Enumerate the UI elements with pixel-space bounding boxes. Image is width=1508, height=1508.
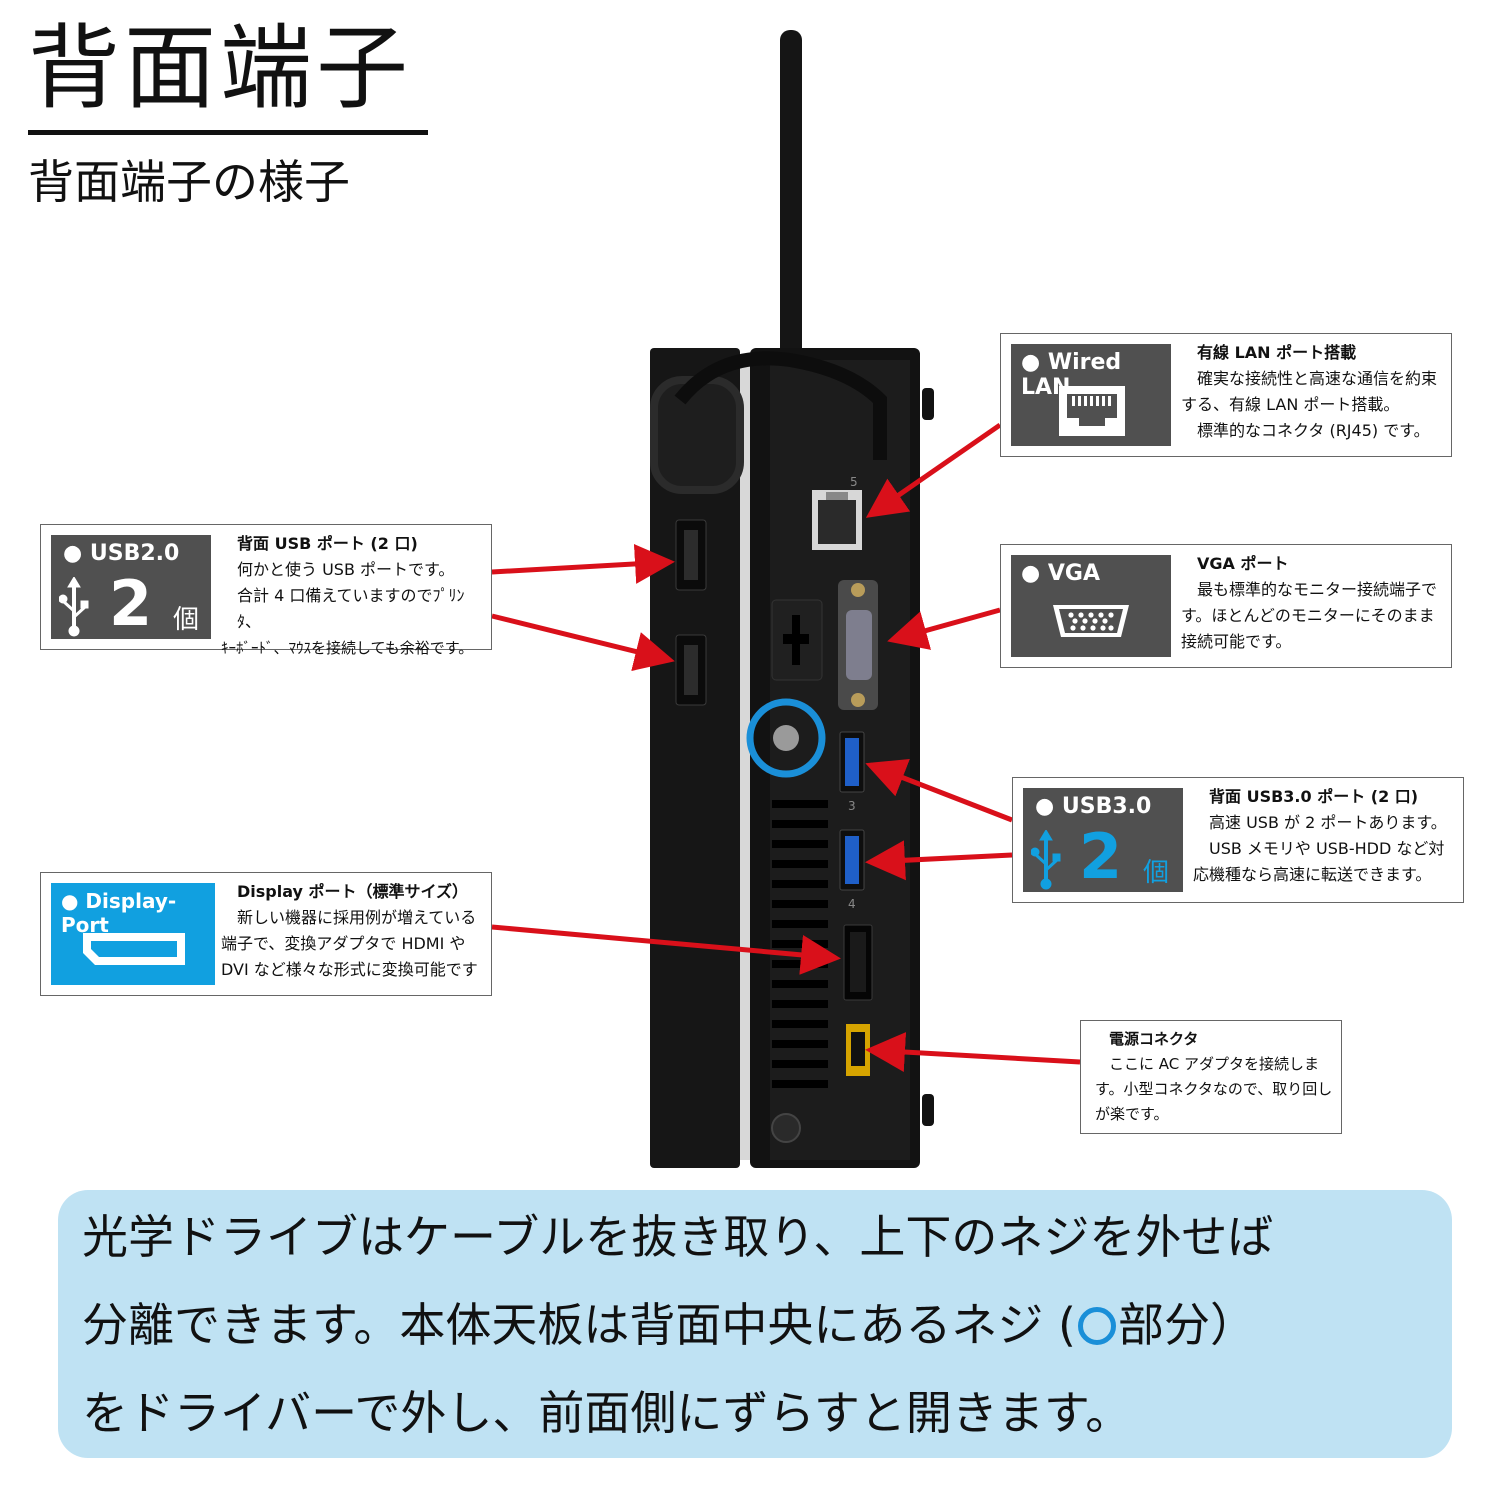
antenna [780,30,802,360]
callout-usb3: ● USB3.0 2 個 背面 USB3.0 ポート (2 口) 高速 USB … [1012,777,1464,903]
page-subtitle: 背面端子の様子 [28,155,350,209]
chassis-screw [773,725,799,751]
note-line-2-tail: 部分） [1117,1298,1256,1352]
lan-line: 確実な接続性と高速な通信を約束 [1197,369,1438,388]
callout-wired-lan: ● Wired LAN 有線 LAN ポート搭載 確実な接続性と高速な通信を約束… [1000,333,1452,457]
badge-displayport: ● Display-Port [51,883,215,985]
badge-lan: ● Wired LAN [1011,344,1171,446]
badge-usb3: ● USB3.0 2 個 [1023,788,1183,892]
usb2-count: 2 [109,567,153,640]
vga-line: 最も標準的なモニター接続端子で [1197,580,1438,599]
note-panel [58,1190,1452,1458]
vga-heading: VGA ポート [1197,554,1289,573]
lan-line: 標準的なコネクタ (RJ45) です。 [1197,421,1430,440]
usb2-description: 背面 USB ポート (2 口) 何かと使う USB ポートです。 合計 4 口… [221,531,487,661]
arrow-usb3-2 [865,840,1013,881]
usb2-line: ｷｰﾎﾞｰﾄﾞ、ﾏｳｽを接続しても余裕です。 [221,639,474,657]
usb3-description: 背面 USB3.0 ポート (2 口) 高速 USB が 2 ポートあります。 … [1193,784,1459,888]
vent-grille [772,800,828,1088]
usb2-heading: 背面 USB ポート (2 口) [237,534,418,553]
usb3-port-1 [839,731,865,793]
title-underline [28,130,428,135]
note-line-3: をドライバーで外し、前面側にずらすと開きます。 [82,1386,1132,1440]
badge-vga: ● VGA [1011,555,1171,657]
displayport-description: Display ポート（標準サイズ） 新しい機器に採用例が増えている 端子で、変… [221,879,487,983]
usb3-port-2 [839,829,865,891]
displayport-heading: Display ポート（標準サイズ） [237,882,469,901]
usb3-line: 高速 USB が 2 ポートあります。 [1209,813,1447,832]
vga-port [838,580,878,710]
power-line: す。小型コネクタなので、取り回し [1095,1080,1333,1098]
displayport-port [843,924,873,1001]
callout-power: 電源コネクタ ここに AC アダプタを接続しま す。小型コネクタなので、取り回し… [1080,1020,1342,1134]
ethernet-port-icon [1059,386,1125,436]
lan-line: する、有線 LAN ポート搭載。 [1181,395,1400,414]
bottom-screw [771,1113,801,1143]
usb2-port-2 [675,634,707,706]
usb3-count: 2 [1079,820,1123,893]
arrow-lan [865,422,1002,518]
port-number-4: 4 [848,897,856,911]
power-description: 電源コネクタ ここに AC アダプタを接続しま す。小型コネクタなので、取り回し… [1095,1027,1335,1127]
usb-icon [1031,830,1061,890]
port-number-3: 3 [848,799,856,813]
vga-port-icon [1053,605,1129,637]
vga-line: す。ほとんどのモニターにそのまま [1181,606,1435,625]
screw-highlight-ring [746,698,826,778]
displayport-icon [83,933,185,965]
usb2-port-1 [675,519,707,591]
usb3-line: USB メモリや USB-HDD など対 [1209,839,1445,858]
arrow-displayport [491,924,841,975]
port-number-5: 5 [850,475,858,489]
callout-usb2: ● USB2.0 2 個 背面 USB ポート (2 口) 何かと使う USB … [40,524,492,657]
note-line-1: 光学ドライブはケーブルを抜き取り、上下のネジを外せば [82,1210,1274,1264]
usb3-line: 応機種なら高速に転送できます。 [1193,865,1432,884]
vga-line: 接続可能です。 [1181,632,1292,651]
badge-usb3-label: ● USB3.0 [1035,794,1152,819]
arrow-usb3-1 [865,758,1013,823]
lan-port [812,490,862,550]
usb-icon [59,577,89,637]
usb3-heading: 背面 USB3.0 ポート (2 口) [1209,787,1419,806]
usb2-count-unit: 個 [173,605,200,635]
badge-lan-label: ● Wired LAN [1021,350,1122,400]
ring-marker-icon [1077,1307,1116,1345]
badge-vga-label: ● VGA [1021,561,1100,586]
arrow-usb2-2 [491,613,675,672]
power-line: が楽です。 [1095,1105,1169,1123]
arrow-usb2-1 [491,543,675,584]
displayport-line: DVI など様々な形式に変換可能です [221,960,478,979]
usb2-line: 何かと使う USB ポートです。 [237,560,455,579]
badge-usb2: ● USB2.0 2 個 [51,535,211,639]
callout-vga: ● VGA VGA ポート 最も標準的なモニター接続端子で す。ほとんどのモニタ… [1000,544,1452,668]
vga-description: VGA ポート 最も標準的なモニター接続端子で す。ほとんどのモニターにそのまま… [1181,551,1447,655]
lan-heading: 有線 LAN ポート搭載 [1197,343,1357,362]
note-line-2-text: 分離できます。本体天板は背面中央にあるネジ ( [82,1298,1076,1352]
displayport-line: 新しい機器に採用例が増えている [237,908,477,927]
power-heading: 電源コネクタ [1109,1030,1199,1048]
page-title: 背面端子 [28,15,413,122]
displayport-line: 端子で、変換アダプタで HDMI や [221,934,466,953]
usb3-count-unit: 個 [1143,858,1170,888]
note-line-2: 分離できます。本体天板は背面中央にあるネジ ( 部分） [82,1280,1256,1370]
arrow-power [865,1032,1081,1072]
usb2-line: 合計 4 口備えていますのでﾌﾟﾘﾝﾀ、 [237,586,465,631]
badge-usb2-label: ● USB2.0 [63,541,180,566]
power-line: ここに AC アダプタを接続しま [1109,1055,1320,1073]
arrow-vga [887,607,1001,650]
lan-description: 有線 LAN ポート搭載 確実な接続性と高速な通信を約束 する、有線 LAN ポ… [1181,340,1447,444]
callout-displayport: ● Display-Port Display ポート（標準サイズ） 新しい機器に… [40,872,492,996]
